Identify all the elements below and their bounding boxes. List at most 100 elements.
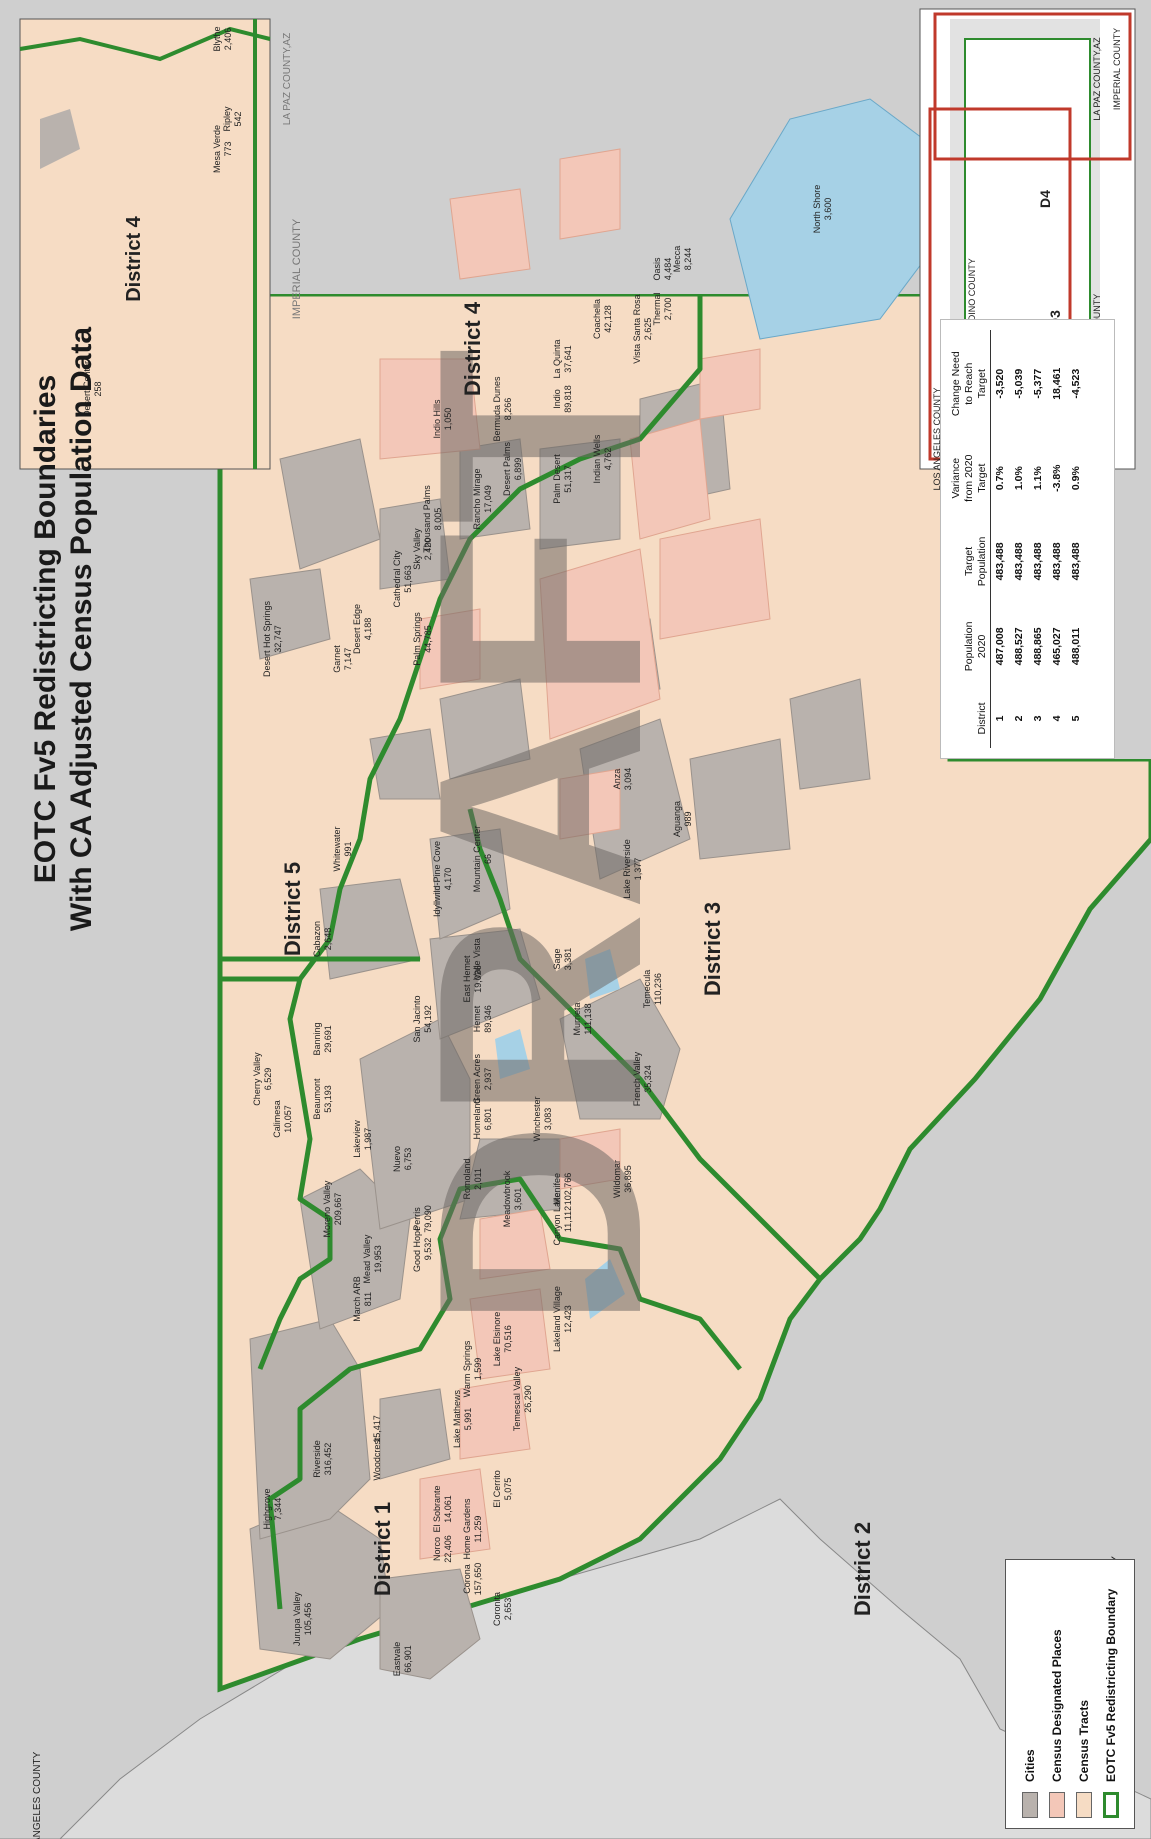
place-population-label: 2,420 — [423, 538, 433, 561]
place-population-label: 11,259 — [473, 1516, 483, 1543]
place-population-label: 8,244 — [683, 248, 693, 271]
place-name-label: Mountain Center — [472, 826, 482, 893]
place-name-label: East Hemet — [462, 955, 472, 1003]
place-population-label: 111,138 — [583, 1003, 593, 1034]
place-population-label: 89,818 — [563, 385, 573, 413]
place-name-label: Banning — [312, 1022, 322, 1055]
place-population-label: 2,406 — [223, 28, 233, 51]
place-name-label: Oasis — [652, 257, 662, 281]
place-population-label: 1,050 — [443, 408, 453, 431]
table-cell: 18,461 — [1051, 367, 1063, 400]
place-population-label: 3,601 — [513, 1188, 523, 1211]
overview-label-los-angeles: LOS ANGELES COUNTY — [932, 387, 942, 490]
place-name-label: Vista Santa Rosa — [632, 294, 642, 363]
legend-item-tracts: Census Tracts — [1070, 1570, 1097, 1818]
place-population-label: 2,937 — [483, 1068, 493, 1091]
place-name-label: Lake Elsinore — [492, 1312, 502, 1367]
inset-east-county — [19, 18, 271, 470]
inset-district-4-label: District 4 — [123, 215, 145, 301]
place-name-label: Idyllwild-Pine Cove — [432, 841, 442, 917]
legend-item-boundary: EOTC Fv5 Redistricting Boundary — [1097, 1570, 1124, 1818]
district-3-label: District 3 — [700, 902, 725, 996]
place-population-label: 6,529 — [263, 1068, 273, 1091]
table-header-line: Population — [963, 621, 975, 672]
place-name-label: Indian Wells — [592, 434, 602, 483]
place-name-label: Corona — [462, 1564, 472, 1594]
place-population-label: 773 — [223, 141, 233, 156]
table-cell: 483,488 — [1051, 542, 1063, 581]
place-name-label: El Cerrito — [492, 1470, 502, 1508]
table-cell: 4 — [1051, 715, 1063, 722]
table-cell: 488,865 — [1032, 627, 1044, 666]
place-population-label: 2,625 — [643, 318, 653, 341]
place-population-label: 22,406 — [443, 1535, 453, 1563]
table-cell: -4,523 — [1070, 368, 1082, 399]
place-name-label: Mead Valley — [362, 1234, 372, 1283]
legend: Cities Census Designated Places Census T… — [1005, 1559, 1135, 1829]
place-name-label: North Shore — [812, 185, 822, 234]
place-population-label: 102,766 — [563, 1173, 573, 1206]
place-name-label: Temescal Valley — [512, 1366, 522, 1431]
legend-swatch-boundary — [1102, 1792, 1119, 1818]
place-name-label: El Sobrante — [432, 1485, 442, 1532]
place-name-label: Whitewater — [332, 826, 342, 871]
place-name-label: Anza — [612, 769, 622, 790]
place-name-label: March ARB — [352, 1276, 362, 1322]
place-name-label: 15,417 — [372, 1415, 382, 1443]
place-population-label: 19,953 — [373, 1245, 383, 1273]
table-header-line: District — [976, 702, 988, 735]
place-name-label: Meadowbrook — [502, 1170, 512, 1227]
legend-swatch-cdp — [1048, 1792, 1065, 1818]
table-cell: 483,488 — [1070, 542, 1082, 581]
table-cell: 483,488 — [1013, 542, 1025, 581]
place-name-label: Mesa Verde — [212, 125, 222, 173]
legend-item-cdp: Census Designated Places — [1043, 1570, 1070, 1818]
cdp-shapes — [379, 148, 771, 1560]
table-header-line: 2020 — [976, 634, 988, 659]
place-population-label: 37,641 — [563, 345, 573, 373]
table-header-line: to Reach — [963, 362, 975, 405]
place-population-label: 2,653 — [503, 1598, 513, 1621]
place-population-label: 4,170 — [443, 868, 453, 891]
place-population-label: 4,188 — [363, 618, 373, 641]
overview-label-d4: D4 — [1037, 190, 1053, 208]
place-name-label: Perris — [412, 1207, 422, 1231]
place-population-label: 66 — [483, 854, 493, 864]
place-population-label: 8,266 — [503, 398, 513, 421]
place-population-label: 54,192 — [423, 1005, 433, 1033]
place-population-label: 5,075 — [503, 1478, 513, 1501]
place-population-label: 3,083 — [543, 1108, 553, 1131]
place-population-label: 19,026 — [473, 965, 483, 993]
place-population-label: 26,290 — [523, 1385, 533, 1413]
place-population-label: 6,801 — [483, 1108, 493, 1131]
place-name-label: Highgrove — [262, 1488, 272, 1529]
legend-label: EOTC Fv5 Redistricting Boundary — [1103, 1588, 1118, 1782]
place-name-label: Sage — [552, 948, 562, 969]
place-name-label: Good Hope — [412, 1226, 422, 1272]
table-cell: 0.9% — [1070, 466, 1082, 491]
place-name-label: Lake Riverside — [622, 839, 632, 899]
place-population-label: 2,700 — [663, 298, 673, 321]
place-population-label: 10,057 — [283, 1105, 293, 1133]
place-name-label: Bermuda Dunes — [492, 376, 502, 442]
place-name-label: Home Gardens — [462, 1498, 472, 1560]
place-name-label: Cherry Valley — [252, 1052, 262, 1106]
place-population-label: 35,324 — [643, 1065, 653, 1093]
place-population-label: 7,344 — [273, 1498, 283, 1521]
city-shapes — [249, 378, 871, 1680]
place-population-label: 3,094 — [623, 768, 633, 791]
legend-swatch-tracts — [1075, 1792, 1092, 1818]
lake-perris-water — [495, 1029, 530, 1079]
overview-label-la-paz: LA PAZ COUNTY,AZ — [1092, 37, 1102, 121]
legend-swatch-cities — [1021, 1792, 1038, 1818]
table-cell: 0.7% — [994, 466, 1006, 491]
table-cell: -5,377 — [1032, 368, 1044, 399]
table-cell: -3.8% — [1051, 464, 1063, 492]
place-name-label: Menifee — [552, 1173, 562, 1205]
